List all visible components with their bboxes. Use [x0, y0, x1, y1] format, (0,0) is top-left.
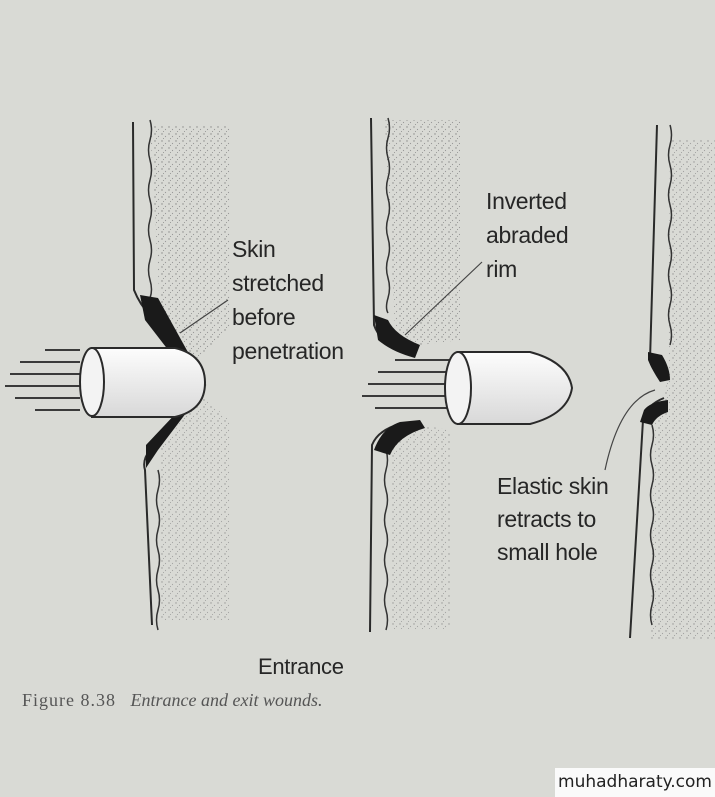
label-entrance: Entrance [258, 654, 344, 679]
skin-inner-wavy-line-2-lower [383, 449, 389, 631]
inverted-rim-lower [374, 420, 425, 455]
label-line: stretched [232, 270, 324, 296]
tissue-stipple-upper-2 [385, 120, 460, 345]
label-line: abraded [486, 222, 569, 248]
retracted-edge-upper [648, 352, 670, 382]
leader-line-skin [179, 299, 229, 334]
skin-inner-wavy-line-lower [155, 469, 161, 631]
label-line: rim [486, 256, 518, 282]
retracted-edge-lower [640, 400, 668, 425]
inverted-rim-upper [374, 315, 420, 358]
tissue-stipple-lower-2 [390, 425, 450, 630]
panel-elastic-skin [604, 124, 715, 640]
panel-inverted-rim [362, 117, 574, 633]
motion-lines-2 [362, 359, 450, 409]
label-line: Elastic skin [497, 473, 609, 499]
tissue-stipple-lower [160, 395, 230, 620]
skin-inner-wavy-line-2 [385, 117, 391, 314]
watermark: muhadharaty.com [555, 768, 715, 797]
skin-inner-wavy-line [147, 119, 153, 299]
tissue-stipple-3 [650, 140, 715, 640]
skin-inner-wavy-line-3 [667, 124, 673, 346]
panel-skin-stretched [5, 119, 230, 631]
leader-line-inverted [404, 261, 483, 336]
figure-caption: Figure 8.38 Entrance and exit wounds. [22, 690, 322, 711]
caption-number: Figure 8.38 [22, 690, 116, 710]
label-line: penetration [232, 338, 344, 364]
label-line: before [232, 304, 296, 330]
label-skin-stretched: Skin stretched before penetration [232, 232, 344, 368]
leader-line-elastic [604, 389, 656, 471]
label-line: Skin [232, 236, 276, 262]
label-line: retracts to [497, 506, 596, 532]
bullet-2 [444, 351, 574, 425]
label-line: Inverted [486, 188, 567, 214]
label-elastic-skin: Elastic skin retracts to small hole [497, 470, 609, 569]
caption-text: Entrance and exit wounds. [130, 690, 323, 710]
motion-lines-1 [5, 349, 80, 411]
label-inverted-rim: Inverted abraded rim [486, 184, 569, 286]
bullet-1 [79, 347, 207, 418]
tissue-stipple-upper [150, 125, 230, 360]
label-line: small hole [497, 539, 598, 565]
skin-inner-wavy-line-3-lower [649, 424, 655, 626]
